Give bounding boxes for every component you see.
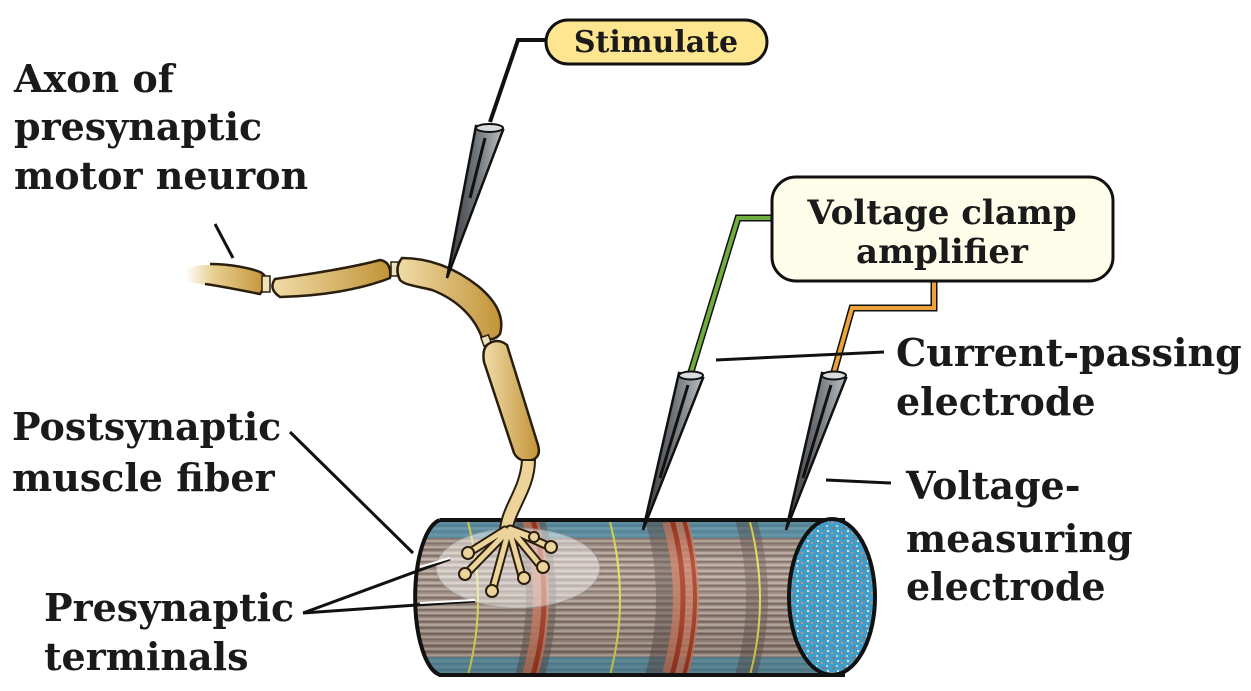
postsynaptic-label-line2: muscle fiber: [12, 455, 276, 500]
axon-label-line1: Axon of: [13, 56, 177, 101]
stimulate-wire: [488, 38, 548, 123]
label-current-electrode: Current-passing electrode: [896, 330, 1242, 424]
amplifier-label-line2: amplifier: [856, 232, 1029, 272]
label-presynaptic-terminals: Presynaptic terminals: [44, 585, 294, 679]
terminals-leader-1: [302, 557, 451, 615]
leader-halo: [419, 557, 476, 604]
presynaptic-terminals: [458, 524, 558, 598]
axon: [185, 256, 558, 598]
axon-label-line3: motor neuron: [14, 153, 308, 198]
voltage-measuring-electrode: [784, 282, 938, 531]
amplifier-label-line1: Voltage clamp: [806, 193, 1076, 233]
postsynaptic-leader: [288, 430, 415, 555]
axon-leader: [213, 223, 235, 259]
current-passing-electrode: [641, 214, 772, 531]
label-axon: Axon of presynaptic motor neuron: [13, 56, 308, 198]
stimulating-electrode: [445, 38, 548, 279]
terminals-label-line2: terminals: [44, 634, 248, 679]
voltage-label-line1: Voltage-: [905, 463, 1080, 508]
stimulate-box: Stimulate: [544, 18, 769, 66]
current-label-line2: electrode: [896, 379, 1096, 424]
stimulate-label: Stimulate: [574, 25, 738, 60]
current-electrode-leader: [715, 350, 885, 362]
voltage-clamp-amplifier-box: Voltage clamp amplifier: [770, 175, 1115, 283]
label-postsynaptic: Postsynaptic muscle fiber: [12, 404, 281, 500]
fiber-cross-section: [787, 517, 877, 677]
current-label-line1: Current-passing: [896, 330, 1242, 375]
muscle-fiber: [413, 517, 877, 677]
terminals-label-line1: Presynaptic: [44, 585, 294, 630]
node-of-ranvier: [261, 275, 271, 293]
leader-lines: [213, 223, 892, 615]
axon-label-line2: presynaptic: [14, 104, 262, 149]
voltage-label-line3: electrode: [906, 564, 1106, 609]
voltage-electrode-leader: [825, 478, 892, 485]
label-voltage-electrode: Voltage- measuring electrode: [905, 463, 1133, 609]
postsynaptic-label-line1: Postsynaptic: [12, 404, 281, 449]
voltage-label-line2: measuring: [906, 516, 1133, 561]
terminals-leader-2: [302, 599, 476, 615]
